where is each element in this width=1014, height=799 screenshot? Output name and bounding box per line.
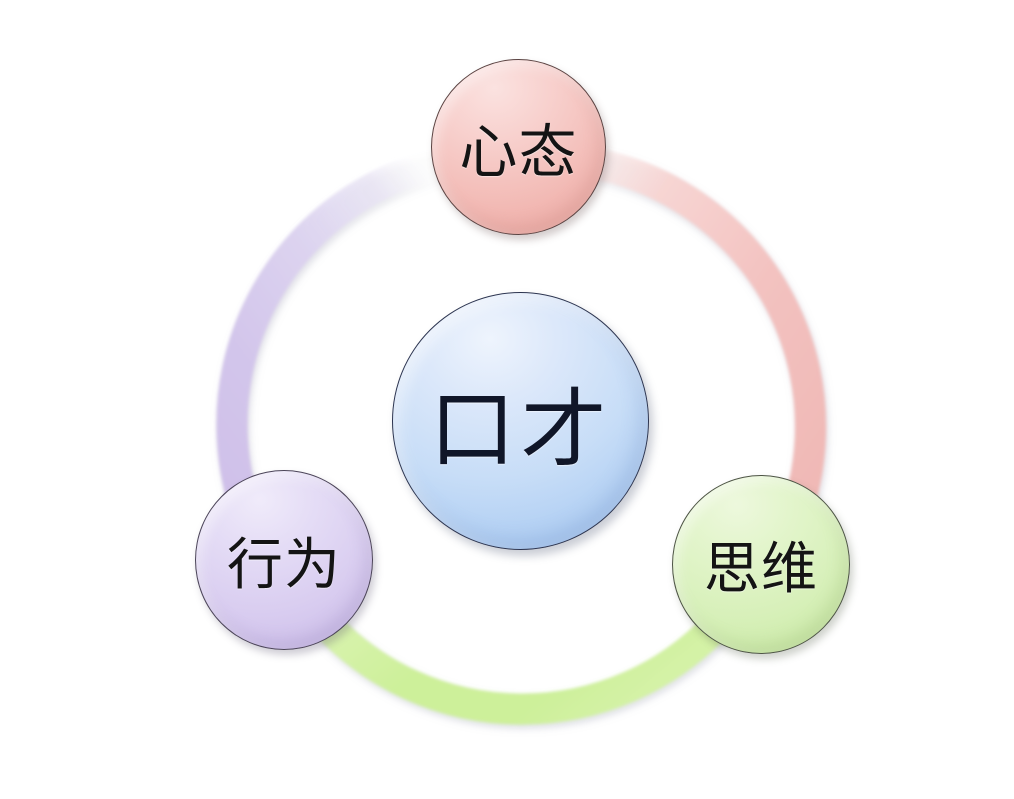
node-thinking[interactable]: 思维 xyxy=(672,475,850,654)
node-behavior[interactable]: 行为 xyxy=(195,470,373,650)
node-mindset[interactable]: 心态 xyxy=(431,59,606,235)
node-mindset-label: 心态 xyxy=(459,118,578,186)
arc-behavior-to-thinking xyxy=(311,609,730,725)
node-thinking-label: 思维 xyxy=(703,537,819,602)
node-behavior-label: 行为 xyxy=(226,532,342,598)
arc-mindset-to-thinking xyxy=(556,144,827,574)
node-center-label: 口才 xyxy=(429,379,612,480)
node-center-kou-cai[interactable]: 口才 xyxy=(392,292,649,550)
